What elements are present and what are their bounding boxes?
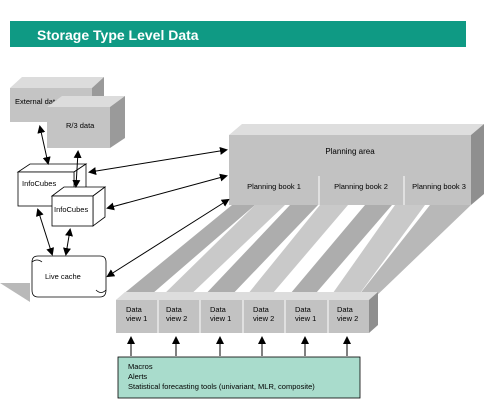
projection-bands (116, 205, 471, 300)
connection-arrows (36, 125, 230, 278)
data-view-4-line1: Data (253, 305, 270, 314)
page-title: Storage Type Level Data (37, 27, 199, 43)
left-shadow-wedge (0, 283, 30, 302)
external-data-label: External data (15, 97, 60, 106)
data-view-4-line2: view 2 (253, 314, 274, 323)
data-view-3-line2: view 1 (210, 314, 231, 323)
infocubes-front-label: InfoCubes (54, 205, 88, 214)
data-view-1-line1: Data (126, 305, 143, 314)
data-view-2-line2: view 2 (166, 314, 187, 323)
infocubes-front-box: InfoCubes (50, 186, 107, 227)
planning-book-2-label: Planning book 2 (334, 182, 388, 191)
data-views-bar: Data view 1 Data view 2 Data view 1 Data… (116, 292, 378, 333)
header-banner (10, 21, 466, 47)
tools-line-macros: Macros (128, 362, 153, 371)
r3-data-box: R/3 data (47, 96, 125, 148)
tools-box: Macros Alerts Statistical forecasting to… (117, 356, 361, 399)
data-view-1-line2: view 1 (126, 314, 147, 323)
tools-line-alerts: Alerts (128, 372, 147, 381)
planning-book-3-label: Planning book 3 (412, 182, 466, 191)
planning-book-1-label: Planning book 1 (247, 182, 301, 191)
live-cache-label: Live cache (45, 272, 81, 281)
data-view-6-line1: Data (337, 305, 354, 314)
data-view-2-line1: Data (166, 305, 183, 314)
tools-line-forecasting: Statistical forecasting tools (univarian… (128, 382, 315, 391)
data-view-5-line2: view 1 (295, 314, 316, 323)
live-cache-scroll: Live cache (31, 255, 107, 298)
data-view-5-line1: Data (295, 305, 312, 314)
tool-arrows (127, 336, 351, 356)
planning-area-box: Planning area Planning book 1 Planning b… (229, 124, 484, 205)
data-view-3-line1: Data (210, 305, 227, 314)
planning-area-title: Planning area (325, 147, 375, 156)
data-view-6-line2: view 2 (337, 314, 358, 323)
r3-data-label: R/3 data (66, 121, 95, 130)
infocubes-back-label: InfoCubes (22, 179, 56, 188)
